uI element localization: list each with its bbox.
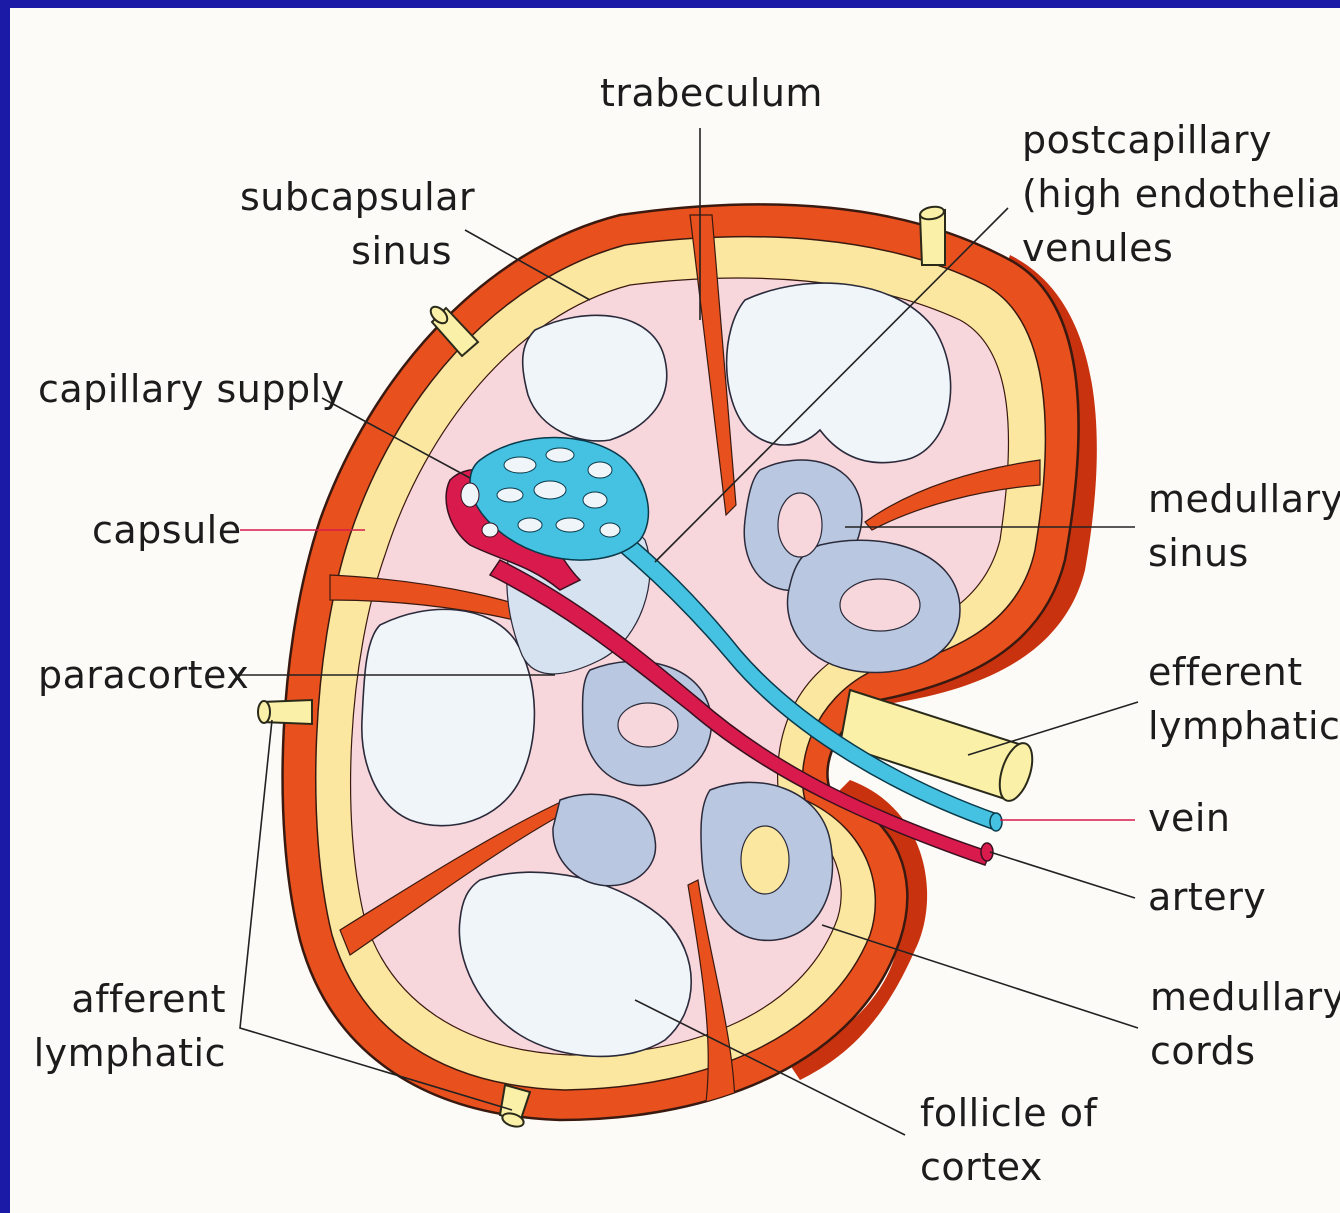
label-afferent-lymphatic: afferent lymphatic — [30, 972, 226, 1080]
leader-efferent-lymphatic — [968, 702, 1138, 755]
label-subcapsular-sinus: subcapsular sinus — [240, 170, 452, 278]
label-line: medullary — [1150, 970, 1340, 1024]
label-line: artery — [1148, 870, 1266, 924]
label-efferent-lymphatic: efferent lymphatic — [1148, 645, 1340, 753]
label-medullary-sinus: medullary sinus — [1148, 472, 1340, 580]
medullary-sinus-hole-3 — [618, 703, 678, 747]
label-medullary-cords: medullary cords — [1150, 970, 1340, 1078]
vein-end — [990, 813, 1002, 831]
label-line: vein — [1148, 791, 1231, 845]
label-line: sinus — [240, 224, 452, 278]
medullary-sinus-hole-4 — [741, 826, 789, 894]
label-postcapillary-venules: postcapillary (high endothelial) venules — [1022, 113, 1340, 275]
label-line: paracortex — [38, 648, 249, 702]
label-line: subcapsular — [240, 170, 452, 224]
label-line: afferent — [30, 972, 226, 1026]
leader-artery — [990, 852, 1135, 898]
label-capillary-supply: capillary supply — [38, 362, 345, 416]
label-paracortex: paracortex — [38, 648, 249, 702]
efferent-lymphatic-vessel — [840, 690, 1022, 800]
label-line: follicle of — [920, 1086, 1097, 1140]
label-line: efferent — [1148, 645, 1340, 699]
label-line: cortex — [920, 1140, 1097, 1194]
label-line: lymphatic — [1148, 699, 1340, 753]
label-vein: vein — [1148, 791, 1231, 845]
medullary-sinus-hole-1 — [778, 493, 822, 557]
label-line: lymphatic — [30, 1026, 226, 1080]
label-line: postcapillary — [1022, 113, 1340, 167]
label-capsule: capsule — [92, 503, 242, 557]
label-line: cords — [1150, 1024, 1340, 1078]
medullary-sinus-hole-2 — [840, 579, 920, 631]
label-line: medullary — [1148, 472, 1340, 526]
label-line: capsule — [92, 503, 242, 557]
label-line: capillary supply — [38, 362, 345, 416]
label-trabeculum: trabeculum — [600, 66, 823, 120]
label-line: sinus — [1148, 526, 1340, 580]
follicle-left — [362, 609, 535, 825]
label-line: (high endothelial) — [1022, 167, 1340, 221]
label-artery: artery — [1148, 870, 1266, 924]
label-follicle-of-cortex: follicle of cortex — [920, 1086, 1097, 1194]
label-line: trabeculum — [600, 66, 823, 120]
label-line: venules — [1022, 221, 1340, 275]
